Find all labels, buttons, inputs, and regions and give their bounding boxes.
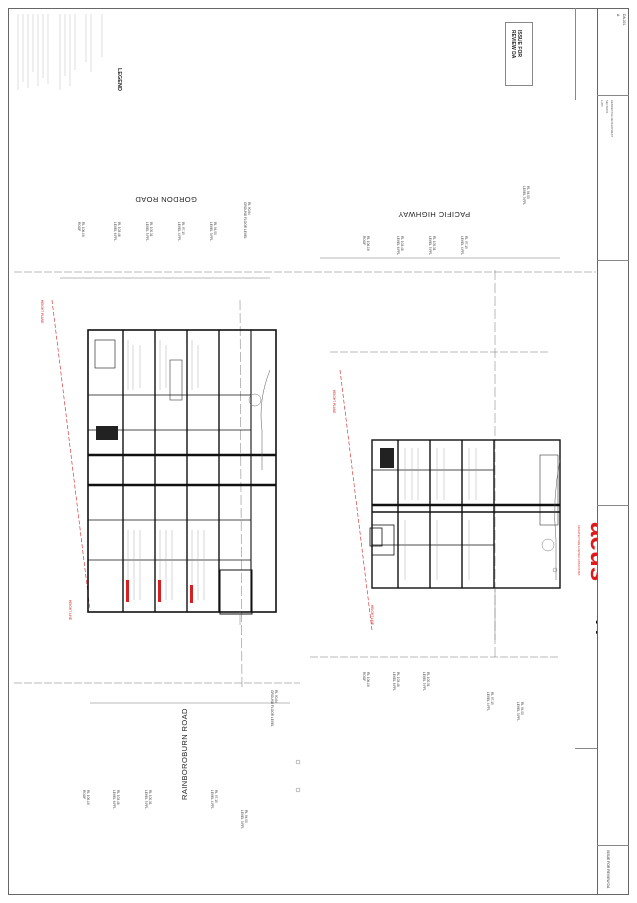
level-desc: LEVEL 4 FFL [177,222,181,242]
entry-frame [369,527,383,547]
level-desc: LEVEL 6 FFL [113,222,117,242]
level-desc: LEVEL 3 FFL [516,702,520,722]
level-desc: ROOF [362,236,366,246]
level-rl: RL 106.18 [81,222,85,237]
level-rl: RL 106.18 [366,236,370,251]
level-desc: LEVEL 4 FFL [460,236,464,256]
divider [597,845,629,846]
level-rl: RL 103.46 [117,222,121,237]
divider [575,748,597,749]
building-section-right [369,439,561,589]
height-plane-line [339,369,373,631]
height-plane-line [51,299,91,611]
lift-core [371,524,395,556]
tree-symbol [248,393,262,407]
stair-hatch [96,426,118,440]
divider [597,505,629,506]
divider [597,95,629,96]
level-desc: LEVEL 5 FFL [145,222,149,242]
room [169,359,183,401]
level-desc: LEVEL 5 FFL [428,236,432,256]
level-rl: RL 97.15 [181,222,185,235]
level-rl: RL 90.84 [274,690,278,703]
level-desc: LEVEL 6 FFL [396,236,400,256]
level-rl: RL 90.84 [247,202,251,215]
tree-symbol [541,538,555,552]
issue-stamp [505,22,533,86]
level-desc: LEVEL 6 FFL [392,672,396,692]
legend-notes-lines [17,14,103,90]
building-section-left [87,329,277,615]
level-rl: RL 94.00 [526,186,530,199]
level-desc: LEVEL 3 FFL [209,222,213,242]
level-desc: LEVEL 4 FFL [486,692,490,712]
lift-core [219,569,253,615]
level-desc: GROUND FLOOR LEVEL [243,202,247,239]
level-rl: RL 103.46 [396,672,400,687]
ground-line [554,459,561,580]
level-rl: RL 97.15 [490,692,494,705]
level-rl: RL 94.00 [520,702,524,715]
title-strip [597,8,630,895]
divider [575,8,576,100]
level-rl: RL 100.31 [148,790,152,805]
legend-notes [14,12,114,92]
level-rl: RL 97.15 [464,236,468,249]
level-rl: RL 103.46 [116,790,120,805]
level-rl: RL 97.15 [214,790,218,803]
level-desc: LEVEL 3 FFL [522,186,526,206]
level-rl: RL 100.31 [149,222,153,237]
level-desc: LEVEL 3 FFL [240,810,244,830]
logo-tagline: ARCHITECTURE & DESIGN ASSOCIATES [577,525,581,576]
level-desc: LEVEL 6 FFL [112,790,116,810]
divider [597,260,629,261]
room [539,454,559,526]
drawing-sheet [8,8,629,895]
room [94,339,116,369]
level-desc: LEVEL 5 FFL [144,790,148,810]
height-plane-label: HEIGHT PLANE [40,300,44,324]
height-line-label: HEIGHT LINE [68,600,72,620]
level-rl: RL 94.00 [213,222,217,235]
section-outline [87,329,277,613]
level-rl: RL 100.31 [426,672,430,687]
level-rl: RL 106.18 [366,672,370,687]
level-rl: RL 103.46 [400,236,404,251]
section-line [239,299,243,691]
level-rl: RL 100.31 [432,236,436,251]
height-line-label: HEIGHT LINE [370,605,374,625]
ground-line [260,369,271,470]
height-plane-label: HEIGHT PLANE [332,390,336,414]
level-desc: ROOF [362,672,366,682]
level-desc: ROOF [77,222,81,232]
level-rl: RL 106.18 [86,790,90,805]
level-desc: ROOF [82,790,86,800]
level-desc: GROUND FLOOR LEVEL [270,690,274,727]
section-outline [371,439,561,589]
stair-hatch [380,448,394,468]
level-rl: RL 94.00 [244,810,248,823]
level-desc: LEVEL 5 FFL [422,672,426,692]
level-desc: LEVEL 4 FFL [210,790,214,810]
